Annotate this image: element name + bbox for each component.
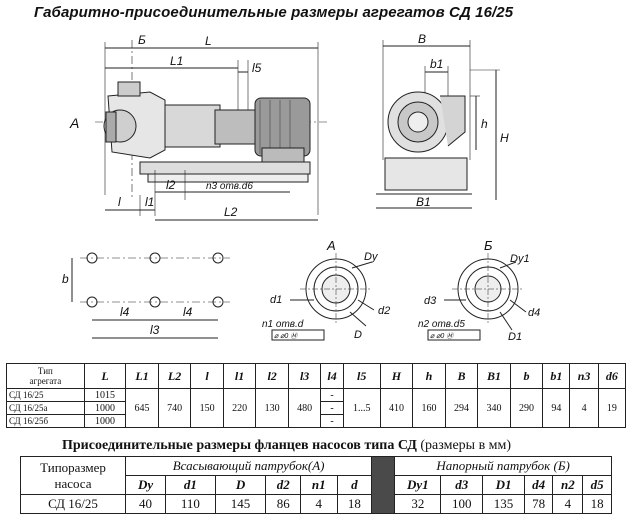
label-D: D [354,329,362,341]
label-d1: d1 [270,294,282,306]
label-B-section: Б [138,33,146,47]
table-row: СД 16/25 1015 645 740 150 220 130 480 - … [6,388,627,428]
dimension-drawing: Б L L1 l5 A l l1 l2 n3 отв.d6 L2 B b1 h … [62,32,540,343]
col-n2: n2 [552,475,584,495]
col-D: D [214,475,267,495]
label-L2: L2 [224,205,238,219]
front-view [376,40,500,209]
col-Dy: Dy [124,475,167,495]
label-Dy: Dy [364,251,379,263]
label-D1: D1 [508,331,522,343]
label-l: l [118,195,121,209]
dimensions-table: Тип агрегата L L1 L2 l l1 l2 l3 l4 l5 H … [6,363,627,428]
col-L: L [83,363,127,389]
label-d4: d4 [528,307,540,319]
label-b: b [62,272,69,286]
col-Dy1: Dy1 [394,475,442,495]
col-l3: l3 [287,363,322,389]
col-l: l [190,363,224,389]
col-B: B [444,363,479,389]
col-l1: l1 [222,363,257,389]
col-d1: d1 [165,475,216,495]
col-b: b [509,363,544,389]
col-B1: B1 [477,363,511,389]
label-A-flange: A [326,238,336,253]
tolerance-a: ⌀ ⌀0 Ⓜ [274,332,298,340]
label-A-view: A [69,115,79,131]
label-l1: l1 [145,195,154,209]
col-d2: d2 [265,475,302,495]
label-L: L [205,34,212,48]
col-n1: n1 [300,475,338,495]
col-h: h [412,363,446,389]
label-n3: n3 отв.d6 [206,181,253,192]
col-l5: l5 [342,363,381,389]
col-d5: d5 [582,475,612,495]
label-B1: B1 [416,195,431,209]
flange-a [271,253,375,341]
label-h: h [481,117,488,131]
label-l4-left: l4 [120,305,130,319]
col-d: d [336,475,373,495]
label-l2: l2 [166,178,176,192]
flange-b [427,253,527,341]
tolerance-b: ⌀ ⌀0 Ⓜ [430,332,454,340]
col-L1: L1 [125,363,159,389]
label-d2: d2 [378,305,390,317]
size-header: Типоразмер насоса [20,456,126,495]
col-n3: n3 [569,363,599,389]
flange-table-title: Присоединительные размеры фланцев насосо… [62,438,512,453]
label-Dy1: Dy1 [510,253,530,265]
label-d3: d3 [424,295,437,307]
type-header: Тип агрегата [6,363,85,389]
label-n1: n1 отв.d [262,319,304,330]
page-title: Габаритно-присоединительные размеры агре… [34,4,514,21]
label-B: B [418,32,426,46]
label-B-flange: Б [484,238,493,253]
discharge-header: Напорный патрубок (Б) [394,456,612,476]
col-D1: D1 [482,475,525,495]
table-row: СД 16/25б 1000 - [6,414,626,428]
flange-table: Типоразмер насоса Всасывающий патрубок(А… [20,456,612,514]
col-l2: l2 [255,363,289,389]
col-b1: b1 [542,363,571,389]
label-l5: l5 [252,61,262,75]
col-L2: L2 [157,363,192,389]
hole-pattern [71,252,230,339]
label-b1: b1 [430,57,443,71]
side-view [95,40,330,221]
table-row: СД 16/25 40 110 145 86 4 18 32 100 135 7… [20,494,612,514]
col-d6: d6 [597,363,627,389]
label-H: H [500,131,509,145]
col-l4: l4 [320,363,344,389]
suction-header: Всасывающий патрубок(А) [124,456,373,476]
col-H: H [379,363,414,389]
label-L1: L1 [170,54,183,68]
separator [371,456,396,514]
label-l3: l3 [150,323,160,337]
label-n2: n2 отв.d5 [418,319,465,330]
label-l4-right: l4 [183,305,193,319]
col-d3: d3 [440,475,484,495]
col-d4: d4 [523,475,554,495]
